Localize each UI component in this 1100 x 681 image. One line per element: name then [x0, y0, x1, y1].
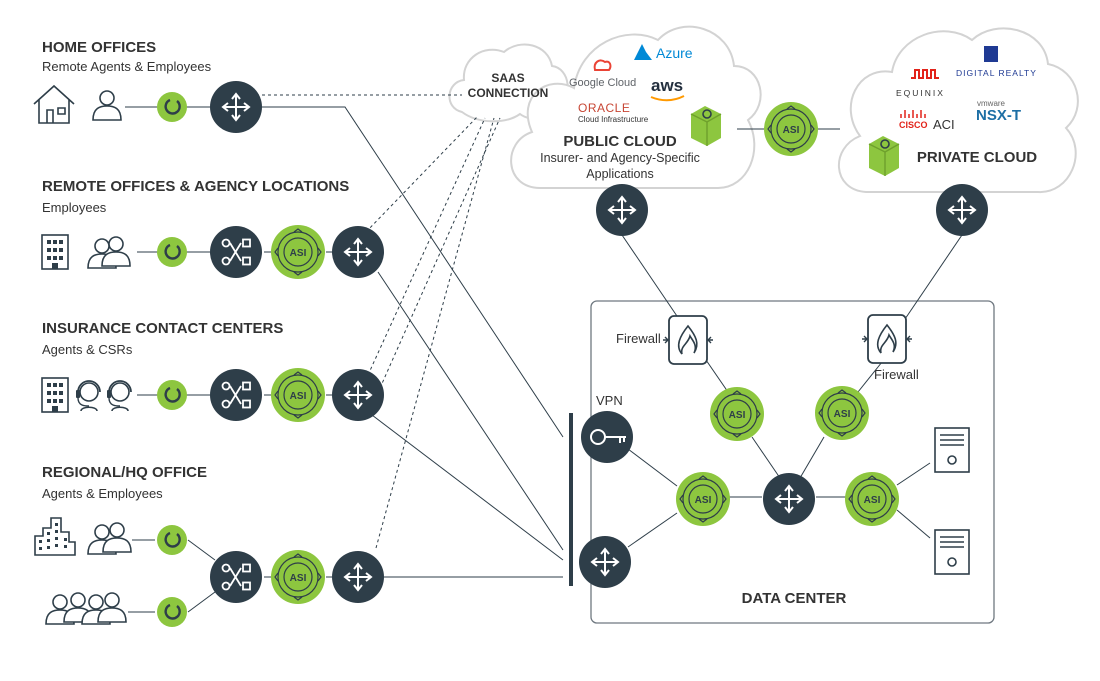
google-cloud-logo: Google Cloud: [569, 77, 636, 89]
headset-icon: [106, 380, 132, 412]
vmware-logo: vmware: [977, 99, 1006, 108]
equinix-logo: EQUINIX: [896, 88, 945, 98]
site-subtitle-contact: Agents & CSRs: [42, 342, 133, 357]
asi-icon: ASI: [764, 102, 818, 156]
public-cloud-title: PUBLIC CLOUD: [563, 133, 676, 150]
router-icon: [763, 473, 815, 525]
svg-text:ASI: ASI: [290, 248, 307, 259]
asi-icon: ASI: [271, 225, 325, 279]
house-icon: [33, 84, 75, 124]
office-buildings-icon: [34, 517, 76, 556]
router-icon: [596, 184, 648, 236]
building-icon: [41, 234, 69, 270]
asi-icon: ASI: [815, 386, 869, 440]
firewall-icon: [662, 315, 714, 365]
firewall-icon: [861, 314, 913, 364]
switch-icon: [210, 369, 262, 421]
svg-text:ASI: ASI: [729, 410, 746, 421]
svg-text:ASI: ASI: [783, 125, 800, 136]
svg-text:ASI: ASI: [290, 391, 307, 402]
saas-label-line2: CONNECTION: [468, 86, 549, 100]
firewall-label-left: Firewall: [616, 331, 661, 346]
vpn-label: VPN: [596, 393, 623, 408]
server-icon: [934, 427, 970, 473]
aws-smile-icon: [650, 95, 685, 102]
switch-icon: [210, 551, 262, 603]
asi-icon: ASI: [271, 368, 325, 422]
private-cloud-title: PRIVATE CLOUD: [917, 149, 1037, 166]
router-icon: [332, 226, 384, 278]
router-icon: [210, 81, 262, 133]
headset-icon: [75, 380, 101, 412]
vpn-key-icon: [581, 411, 633, 463]
site-subtitle-hq: Agents & Employees: [42, 486, 163, 501]
oracle-logo-sub: Cloud Infrastructure: [578, 115, 649, 124]
equinix-logo-icon: [911, 69, 939, 79]
cloud-appliance-icon: [868, 135, 900, 177]
asi-icon: ASI: [271, 550, 325, 604]
aci-logo: ACI: [933, 117, 955, 132]
router-icon: [332, 369, 384, 421]
router-icon: [332, 551, 384, 603]
digital-realty-logo: DIGITAL REALTY: [956, 68, 1037, 78]
public-cloud-logos: Azure Google Cloud aws ORACLE Cloud Infr…: [569, 44, 693, 124]
svg-text:ASI: ASI: [695, 495, 712, 506]
oracle-logo: ORACLE: [578, 101, 630, 115]
site-title-hq: REGIONAL/HQ OFFICE: [42, 464, 207, 481]
firewall-label-right: Firewall: [874, 367, 919, 382]
person-icon: [92, 90, 122, 121]
cisco-logo-icon: [900, 110, 926, 118]
cloud-appliance-icon: [690, 105, 722, 147]
sensor-icon: [157, 237, 187, 267]
data-center-title: DATA CENTER: [742, 590, 847, 607]
public-cloud-desc-2: Applications: [586, 167, 653, 181]
cisco-logo: CISCO: [899, 120, 928, 130]
site-subtitle-remote: Employees: [42, 200, 107, 215]
svg-text:ASI: ASI: [290, 573, 307, 584]
asi-icon: ASI: [845, 472, 899, 526]
sensor-icon: [157, 92, 187, 122]
public-cloud-shape: [510, 25, 762, 189]
svg-text:ASI: ASI: [834, 409, 851, 420]
sensor-icon: [157, 380, 187, 410]
azure-logo-icon: [634, 44, 652, 60]
data-center-box: [590, 300, 995, 624]
asi-icon: ASI: [676, 472, 730, 526]
asi-icon: ASI: [710, 387, 764, 441]
saas-dotted-lines: [256, 94, 501, 549]
private-cloud-logos: DIGITAL REALTY EQUINIX CISCO ACI vmware …: [896, 46, 1037, 132]
public-cloud-desc-1: Insurer- and Agency-Specific: [540, 151, 700, 165]
azure-logo: Azure: [656, 45, 693, 61]
connection-lines: [125, 106, 963, 613]
google-cloud-logo-icon: [593, 59, 612, 71]
svg-text:ASI: ASI: [864, 495, 881, 506]
site-title-remote: REMOTE OFFICES & AGENCY LOCATIONS: [42, 178, 349, 195]
server-icon: [934, 529, 970, 575]
saas-label-line1: SAAS: [491, 71, 524, 85]
site-labels: HOME OFFICES Remote Agents & Employees R…: [42, 39, 349, 501]
aws-logo: aws: [651, 76, 683, 95]
building-icon: [41, 377, 69, 413]
site-title-home: HOME OFFICES: [42, 39, 156, 56]
router-icon: [579, 536, 631, 588]
nsxt-logo: NSX-T: [976, 107, 1021, 124]
switch-icon: [210, 226, 262, 278]
sensor-icon: [157, 597, 187, 627]
router-icon: [936, 184, 988, 236]
digital-realty-logo-icon: [984, 46, 998, 62]
site-subtitle-home: Remote Agents & Employees: [42, 59, 212, 74]
site-title-contact: INSURANCE CONTACT CENTERS: [42, 320, 283, 337]
sensor-icon: [157, 525, 187, 555]
